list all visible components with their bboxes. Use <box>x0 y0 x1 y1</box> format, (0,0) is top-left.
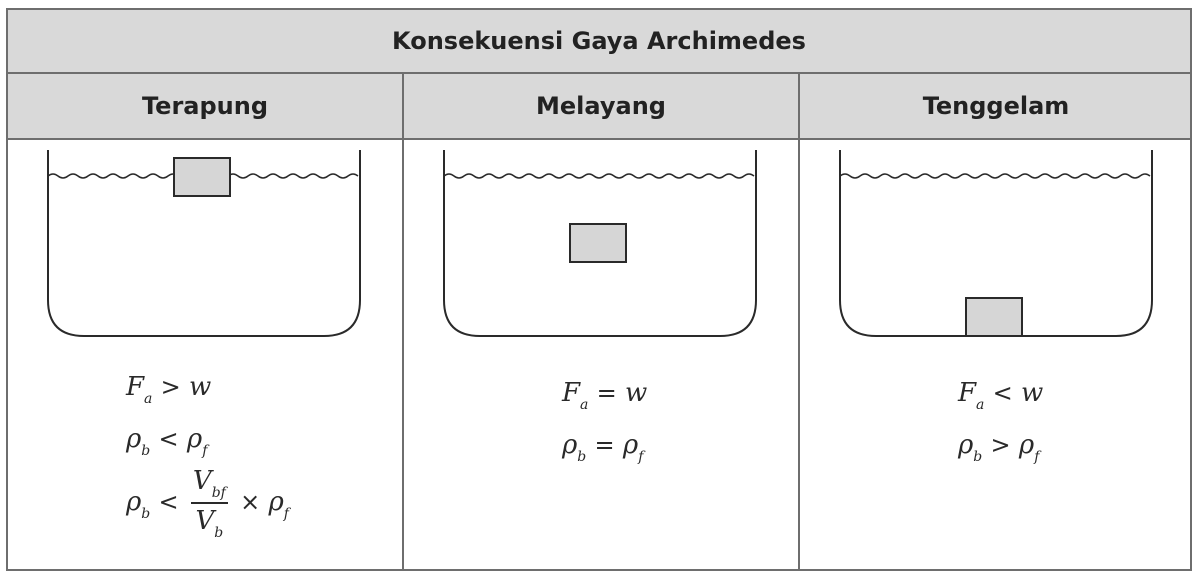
floating-block <box>173 157 231 197</box>
archimedes-table: Konsekuensi Gaya Archimedes Terapung Mel… <box>6 8 1192 571</box>
sunk-block <box>965 297 1023 337</box>
table-title: Konsekuensi Gaya Archimedes <box>8 10 1190 74</box>
formula-force: Fa < w <box>958 378 1044 413</box>
water-surface <box>443 173 755 179</box>
header-row: Terapung Melayang Tenggelam <box>8 74 1190 140</box>
formula-density: ρb > ρf <box>958 430 1040 465</box>
formula-density: ρb = ρf <box>562 430 644 465</box>
header-melayang: Melayang <box>536 92 666 120</box>
formula-force: Fa = w <box>562 378 648 413</box>
cell-tenggelam: Fa < w ρb > ρf <box>800 140 1192 571</box>
suspended-block <box>569 223 627 263</box>
water-surface <box>839 173 1151 179</box>
formula-density: ρb < ρf <box>126 424 208 459</box>
formula-force: Fa > w <box>126 372 212 407</box>
cell-melayang: Fa = w ρb = ρf <box>404 140 798 571</box>
vessel-sunk <box>839 150 1153 337</box>
header-tenggelam: Tenggelam <box>922 92 1070 120</box>
formula-volume-ratio: ρb < Vbf Vb × ρf <box>126 466 289 541</box>
cell-terapung: Fa > w ρb < ρf ρb < Vbf Vb × ρf <box>8 140 402 571</box>
column-divider <box>798 74 800 571</box>
column-divider <box>402 74 404 571</box>
vessel-suspended <box>443 150 757 337</box>
volume-fraction: Vbf Vb <box>190 466 228 541</box>
header-terapung: Terapung <box>141 92 269 120</box>
vessel-floating <box>47 150 361 337</box>
